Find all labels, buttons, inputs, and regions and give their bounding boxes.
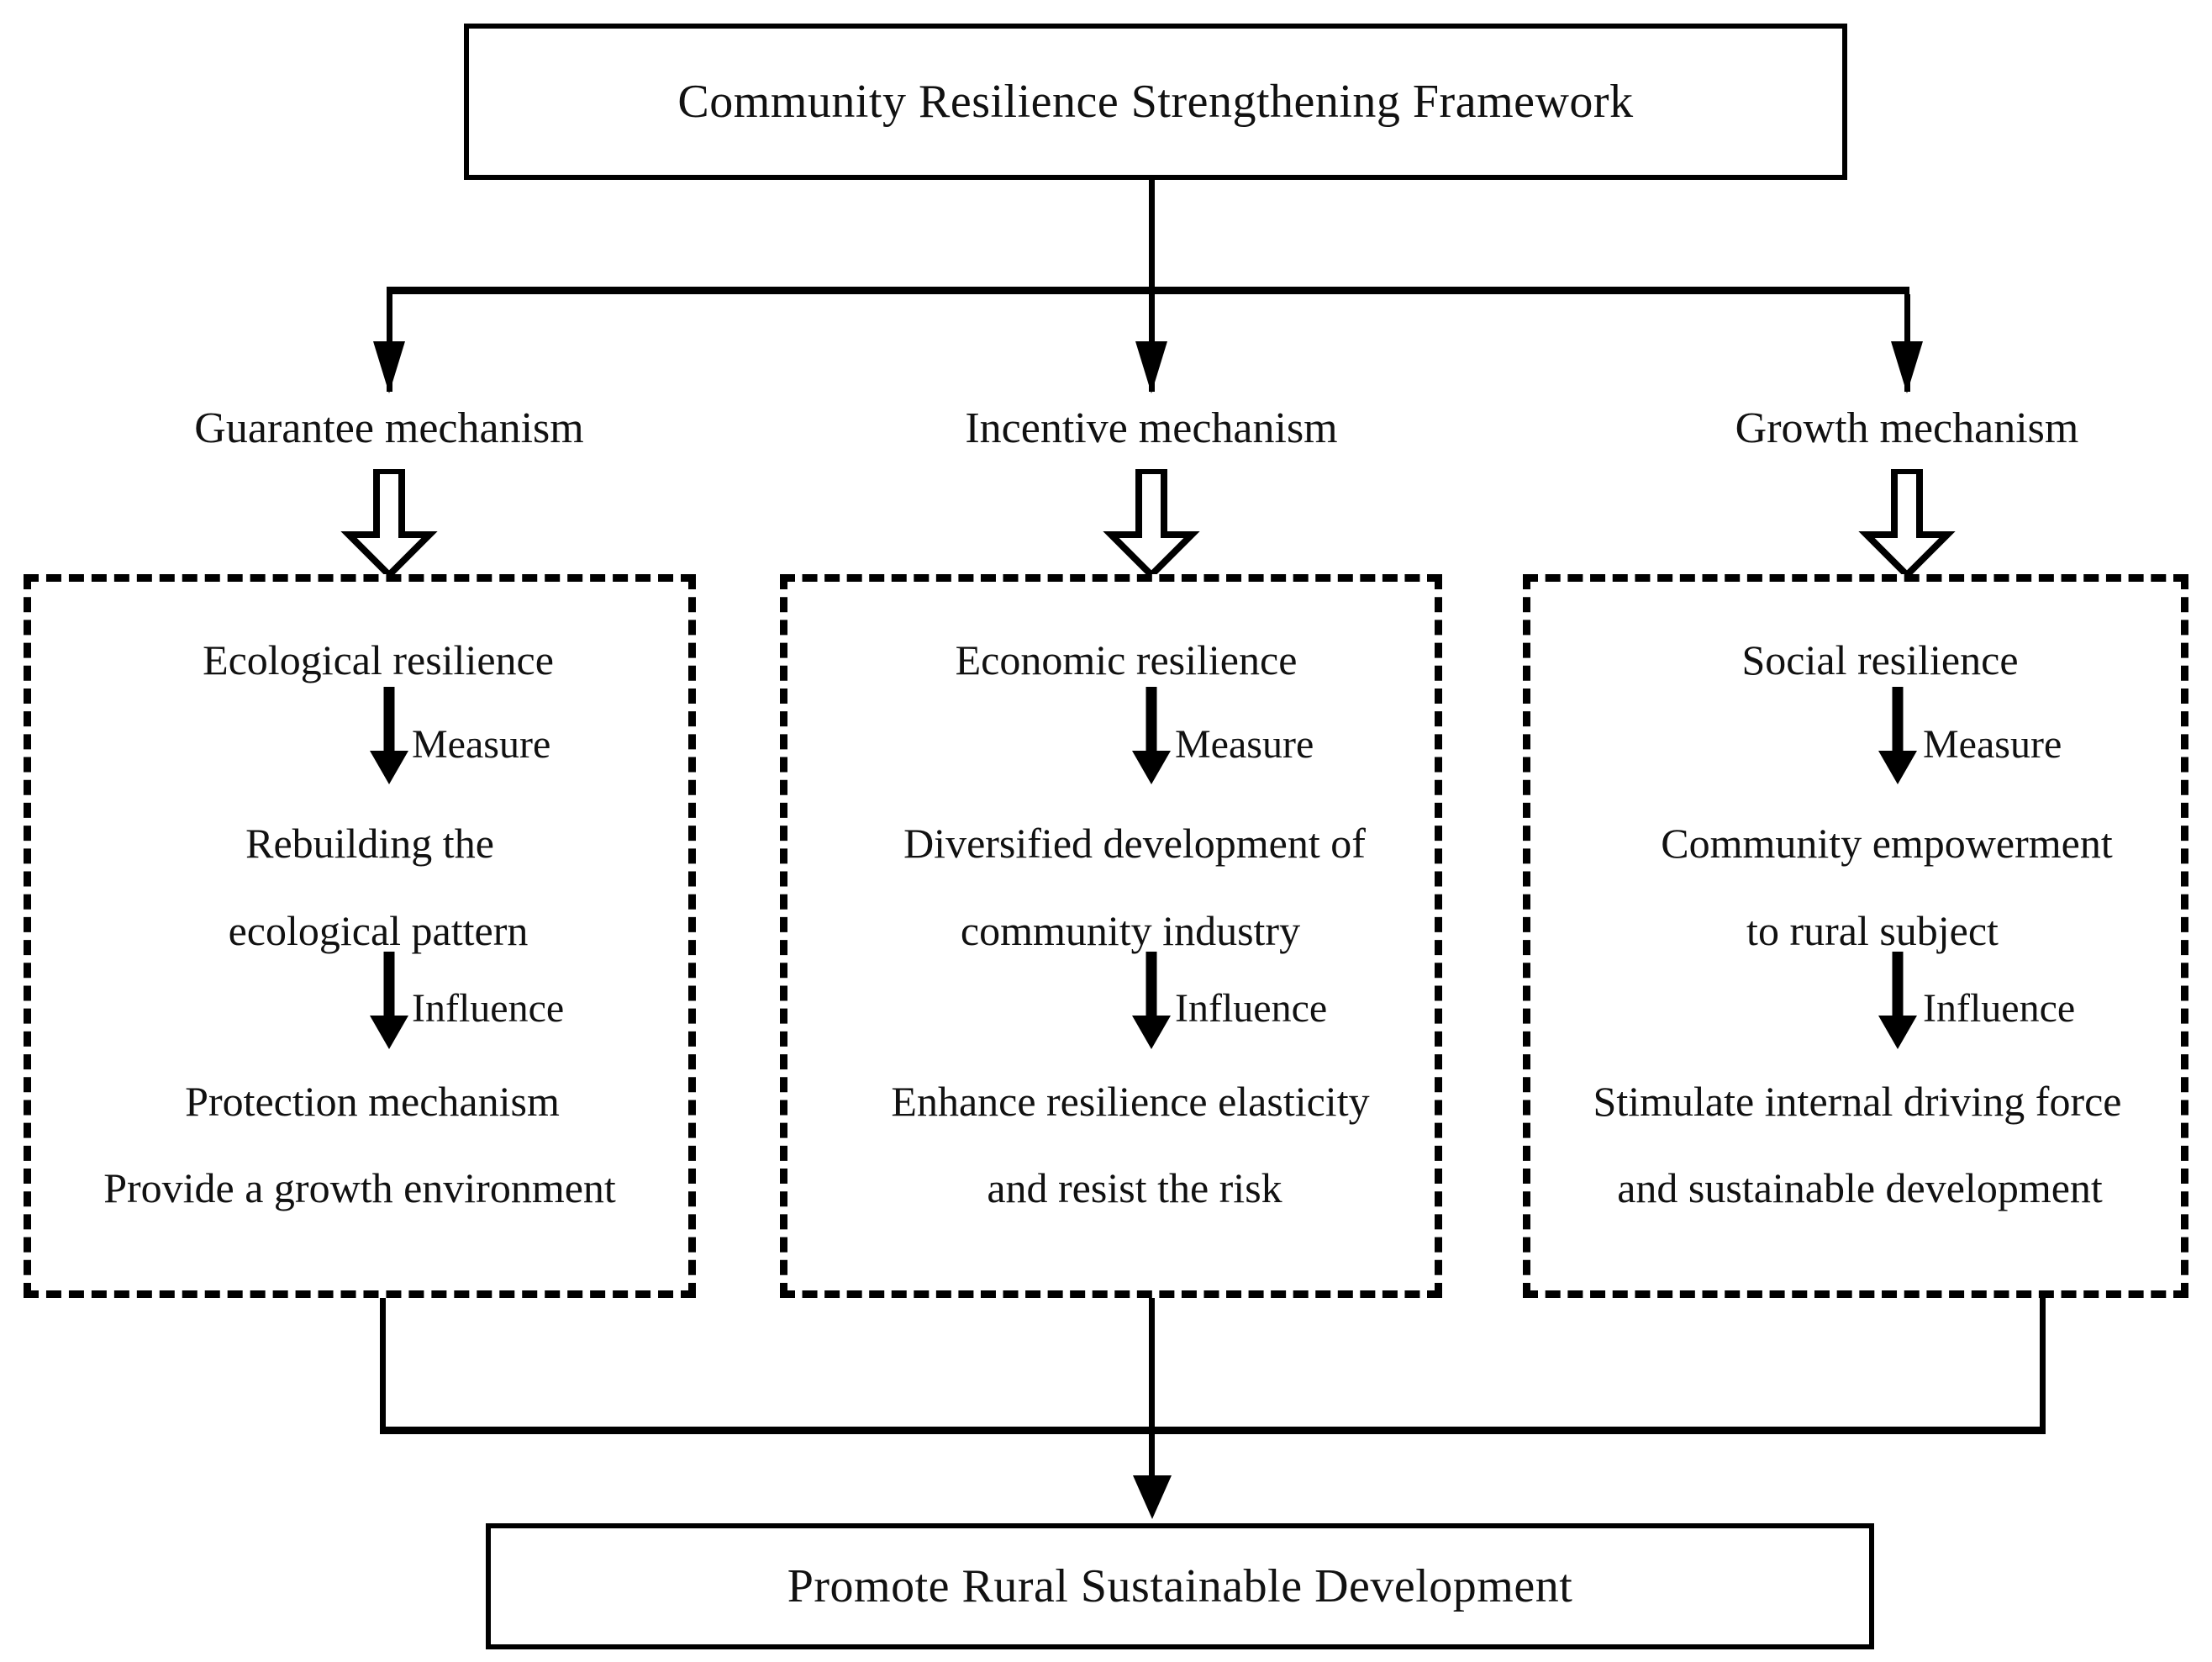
pillar-1-edge-label-measure: Measure <box>412 722 551 767</box>
pillar-2-arrow-measure <box>1132 687 1171 784</box>
pillar-3-edge-label-influence: Influence <box>1923 986 2076 1031</box>
pillar-2-edge-label-influence: Influence <box>1175 986 1328 1031</box>
pillar-3-step3-line2: and sustainable development <box>1617 1164 2103 1211</box>
pillar-3-edge-label-measure: Measure <box>1923 722 2062 767</box>
pillar-1-step3-line1: Protection mechanism <box>185 1078 560 1125</box>
pillar-1-arrow-measure <box>370 687 408 784</box>
pillar-3-step2-line2: to rural subject <box>1746 907 1999 954</box>
pillar-box-ecological <box>24 574 696 1298</box>
mechanism-label-growth: Growth mechanism <box>1735 404 2079 452</box>
pillar-2-edge-label-measure: Measure <box>1175 722 1314 767</box>
branch-arrowhead-incentive <box>1135 341 1167 393</box>
mechanism-label-incentive: Incentive mechanism <box>965 404 1338 452</box>
block-arrow-incentive <box>1101 469 1202 577</box>
pillar-3-heading: Social resilience <box>1741 636 2019 683</box>
pillar-1-edge-label-influence: Influence <box>412 986 565 1031</box>
mechanism-label-guarantee: Guarantee mechanism <box>194 404 584 452</box>
pillar-1-arrow-influence <box>370 952 408 1049</box>
pillar-3-step3-line1: Stimulate internal driving force <box>1593 1078 2122 1125</box>
merge-drop-line-right <box>2040 1298 2046 1432</box>
trunk-connector-line <box>1149 180 1155 290</box>
pillar-box-social <box>1523 574 2188 1298</box>
pillar-3-arrow-measure <box>1878 687 1917 784</box>
pillar-3-arrow-influence <box>1878 952 1917 1049</box>
pillar-2-heading: Economic resilience <box>955 636 1298 683</box>
merge-drop-line-center <box>1149 1298 1155 1502</box>
merge-drop-line-left <box>380 1298 386 1432</box>
branch-arrowhead-guarantee <box>373 341 405 393</box>
framework-title-label: Community Resilience Strengthening Frame… <box>677 76 1634 128</box>
pillar-2-step2-line1: Diversified development of <box>903 820 1366 867</box>
outcome-arrowhead <box>1133 1475 1172 1519</box>
pillar-2-step3-line2: and resist the risk <box>987 1164 1282 1211</box>
pillar-2-arrow-influence <box>1132 952 1171 1049</box>
branch-arrowhead-growth <box>1891 341 1923 393</box>
outcome-box: Promote Rural Sustainable Development <box>486 1523 1874 1649</box>
pillar-3-step2-line1: Community empowerment <box>1661 820 2113 867</box>
pillar-1-heading: Ecological resilience <box>203 636 554 683</box>
pillar-1-step2-line1: Rebuilding the <box>245 820 494 867</box>
pillar-2-step2-line2: community industry <box>960 907 1301 954</box>
pillar-1-step3-line2: Provide a growth environment <box>103 1164 616 1211</box>
pillar-box-economic <box>780 574 1442 1298</box>
framework-title-box: Community Resilience Strengthening Frame… <box>464 24 1847 180</box>
block-arrow-growth <box>1856 469 1957 577</box>
merge-bar <box>380 1427 2046 1434</box>
pillar-2-step3-line1: Enhance resilience elasticity <box>891 1078 1370 1125</box>
pillar-1-step2-line2: ecological pattern <box>228 907 529 954</box>
outcome-label: Promote Rural Sustainable Development <box>787 1560 1573 1612</box>
distributor-bar <box>387 287 1909 294</box>
block-arrow-guarantee <box>339 469 440 577</box>
